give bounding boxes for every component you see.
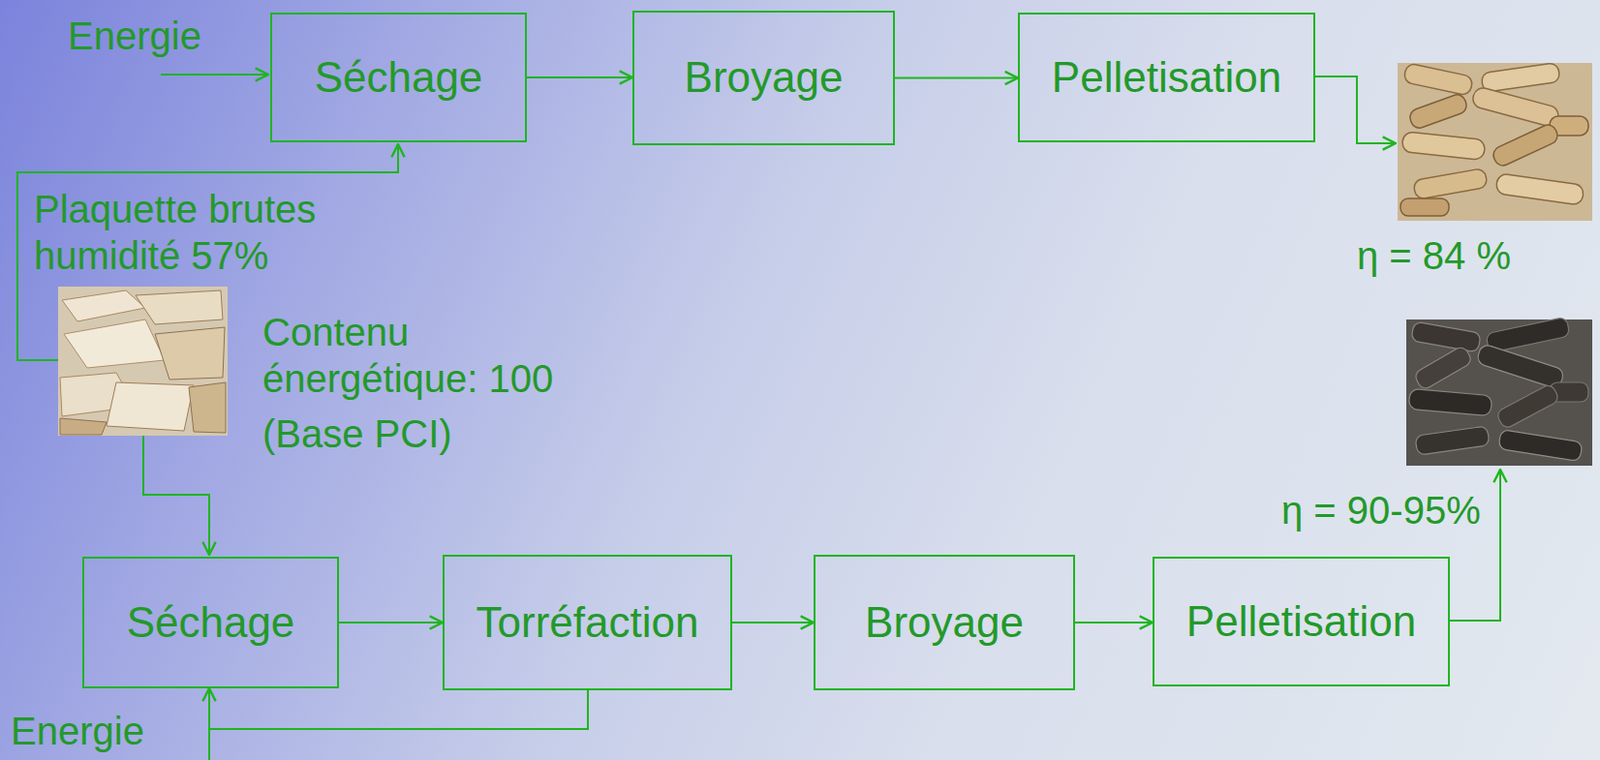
pellet xyxy=(1407,92,1469,130)
process-box: Broyage xyxy=(813,554,1076,691)
pellet xyxy=(1401,131,1486,161)
flow-arrow xyxy=(1075,621,1153,624)
process-box: Séchage xyxy=(270,12,527,143)
flow-arrow xyxy=(338,621,443,624)
box-label: Broyage xyxy=(684,52,844,104)
output-arrow xyxy=(1315,76,1396,144)
flow-arrow xyxy=(732,621,814,624)
pellet xyxy=(1495,173,1585,206)
annotation-label: (Base PCI) xyxy=(262,410,453,458)
wood-chip xyxy=(154,327,225,380)
pellets-ground xyxy=(1397,62,1593,221)
annotation-label: Plaquette brutes humidité 57% xyxy=(33,185,354,279)
process-box: Pelletisation xyxy=(1152,556,1450,687)
pellet xyxy=(1413,344,1474,391)
annotation-label: Energie xyxy=(10,707,145,755)
process-box: Pelletisation xyxy=(1017,12,1316,143)
pellet xyxy=(1495,383,1561,431)
process-box: Séchage xyxy=(82,556,339,689)
wood-chip xyxy=(60,418,107,435)
wood-chip xyxy=(135,290,223,325)
wood-pellets-picture xyxy=(1397,62,1593,221)
box-label: Broyage xyxy=(864,597,1024,649)
pellet xyxy=(1411,321,1481,353)
energy-line xyxy=(208,729,211,760)
annotation-label: η = 90-95% xyxy=(1281,487,1481,534)
process-box: Broyage xyxy=(632,10,895,146)
wood-chip xyxy=(63,319,165,369)
pellet xyxy=(1480,62,1561,93)
box-label: Pelletisation xyxy=(1186,596,1416,648)
torrefied-pellets-picture xyxy=(1406,316,1593,466)
box-label: Séchage xyxy=(314,52,484,104)
chips-ground xyxy=(58,286,228,436)
annotation-label: Contenu énergétique: 100 xyxy=(262,308,573,402)
pellet xyxy=(1490,122,1561,169)
wood-chip xyxy=(61,290,146,322)
pellet xyxy=(1476,343,1566,391)
wood-chip xyxy=(188,382,226,433)
box-label: Pelletisation xyxy=(1051,52,1282,104)
pellet xyxy=(1471,86,1561,129)
annotation-label: Energie xyxy=(67,12,202,60)
process-box: Torréfaction xyxy=(442,554,733,691)
feed-line xyxy=(143,435,210,555)
box-label: Torréfaction xyxy=(476,597,700,649)
pellet xyxy=(1400,198,1449,216)
pellet xyxy=(1403,62,1475,96)
wood-chip xyxy=(106,382,194,431)
flow-arrow xyxy=(209,688,588,730)
flow-arrow xyxy=(894,77,1018,80)
box-label: Séchage xyxy=(126,597,296,649)
pellet xyxy=(1413,168,1488,201)
pellet xyxy=(1415,426,1490,456)
flow-arrow xyxy=(526,76,633,79)
pellet xyxy=(1485,316,1570,353)
wood-chips-picture xyxy=(58,286,228,436)
pellet xyxy=(1408,388,1493,416)
pellet xyxy=(1498,430,1583,462)
energy-arrow xyxy=(160,73,269,76)
annotation-label: η = 84 % xyxy=(1356,232,1511,279)
